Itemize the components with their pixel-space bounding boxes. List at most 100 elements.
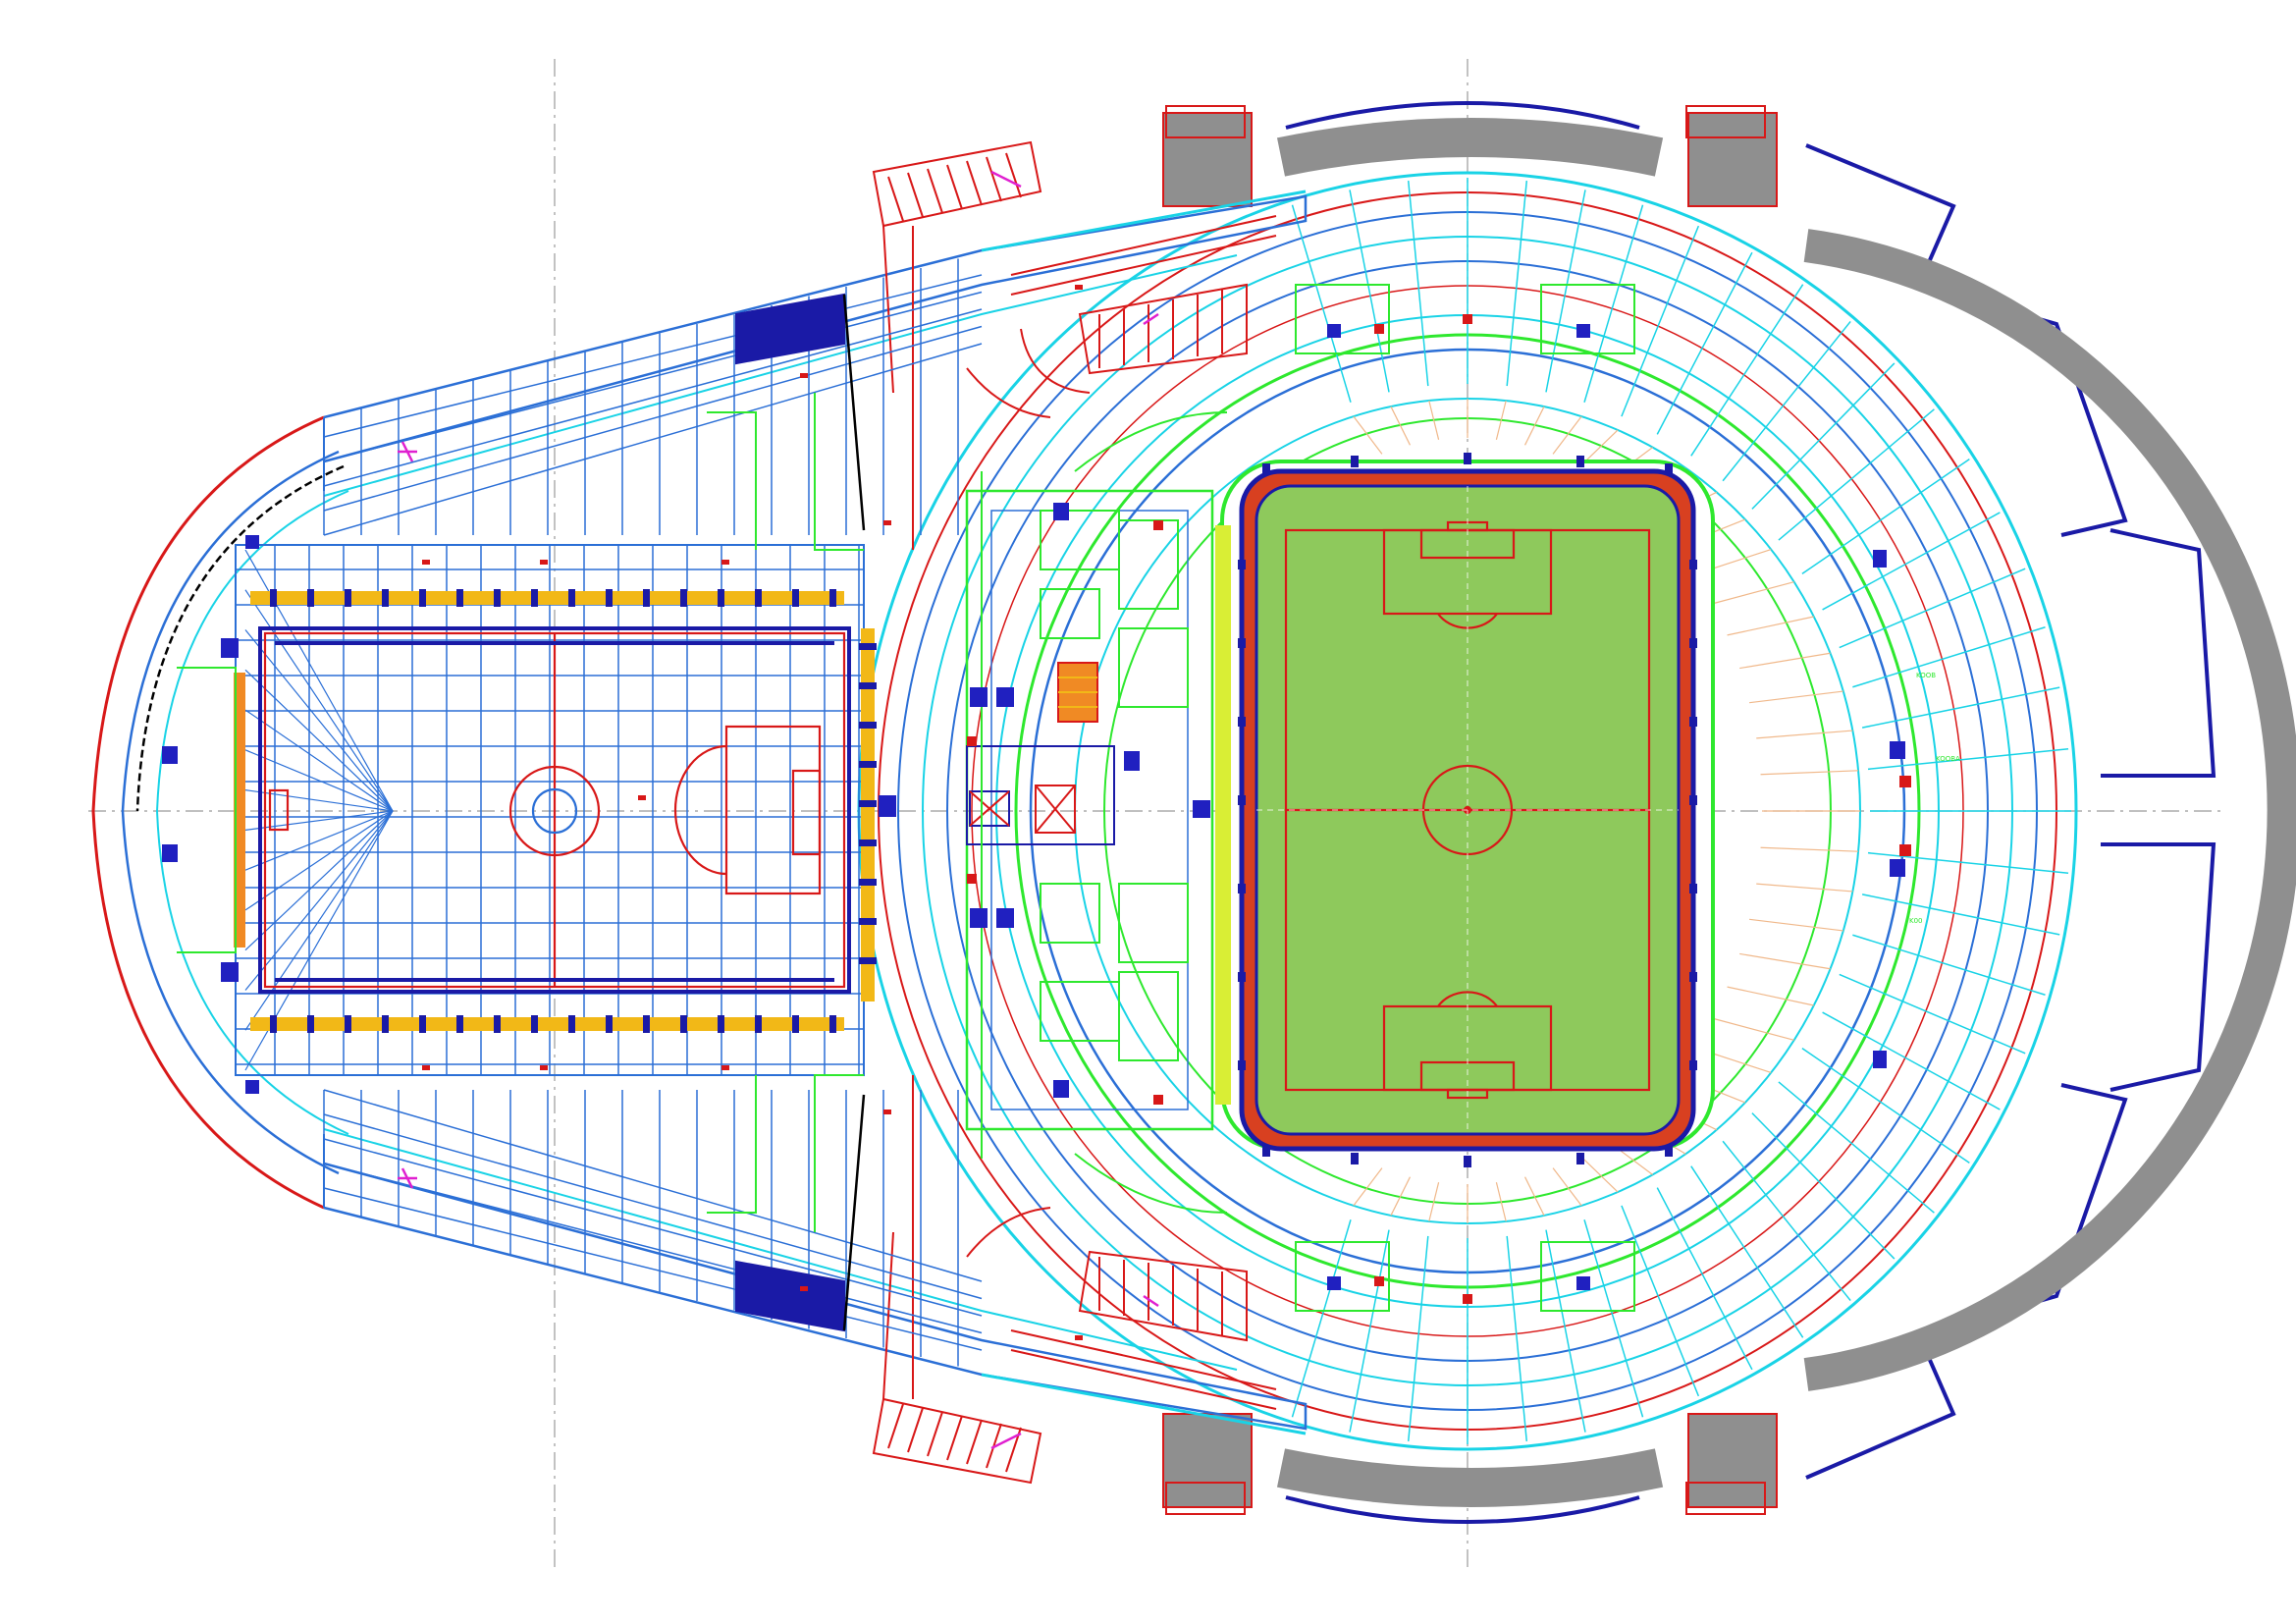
marker-dot <box>422 560 430 565</box>
pitch-post <box>1689 717 1697 727</box>
radial-line <box>1861 686 2060 729</box>
radial-seat-line <box>1353 1167 1383 1207</box>
tribune-post <box>345 1015 351 1033</box>
tribune-post <box>531 589 538 607</box>
tribune-post <box>456 589 463 607</box>
radial-seat-line <box>1390 1176 1412 1217</box>
radial-line <box>1291 1219 1352 1418</box>
radial-line <box>1839 973 2026 1055</box>
wing-grid-line <box>323 343 983 536</box>
radial-line <box>1349 189 1390 393</box>
arena-outer-wall <box>91 415 325 1210</box>
wing-grid-line <box>323 274 983 438</box>
marker-dot <box>638 795 646 800</box>
wing-grid-line <box>323 1163 983 1334</box>
radial-line <box>1621 225 1700 417</box>
radial-line <box>1722 320 1851 482</box>
side-label-2: KOOBA <box>1936 755 1960 763</box>
red-stair-lower <box>872 1075 1248 1485</box>
radial-line <box>1751 362 1896 510</box>
tribune-post <box>606 589 613 607</box>
tribune-post <box>792 589 799 607</box>
tribune-post <box>270 1015 277 1033</box>
court-markings <box>263 631 846 989</box>
marker-dot <box>883 1110 891 1114</box>
pitch-post <box>1464 453 1471 464</box>
tribune-post <box>829 589 836 607</box>
marker-dot <box>540 560 548 565</box>
stadium-corner-rooms <box>1295 284 1635 1312</box>
pitch-post <box>1238 638 1246 648</box>
radial-seat-line <box>1739 652 1831 670</box>
marker-dot <box>422 1065 430 1070</box>
pitch-post <box>1689 560 1697 569</box>
tribune-post <box>531 1015 538 1033</box>
radial-line <box>1722 1140 1851 1302</box>
radial-line <box>1621 1205 1700 1397</box>
tribune-post <box>382 589 389 607</box>
radial-line <box>1407 181 1429 387</box>
pitch-post <box>1262 1145 1270 1157</box>
radial-seat-line <box>1727 616 1814 636</box>
marker-dot <box>883 520 891 525</box>
fan-line <box>244 709 394 812</box>
radial-line <box>1656 251 1753 435</box>
radial-line <box>1852 626 2046 688</box>
fan-line <box>244 810 394 1031</box>
tribune-post <box>494 589 501 607</box>
tribune-post <box>643 1015 650 1033</box>
radial-line <box>1852 934 2046 996</box>
wing-grid-line <box>323 1113 983 1300</box>
radial-seat-line <box>1552 415 1582 455</box>
marker-dot <box>1075 285 1083 290</box>
fan-line <box>244 810 394 951</box>
wing-grid-line <box>323 1138 983 1317</box>
connector-wings <box>323 140 1308 1485</box>
tribune-post <box>859 800 877 807</box>
pitch-post <box>1689 1060 1697 1070</box>
radial-line <box>1349 1229 1390 1433</box>
fan-line <box>244 549 394 812</box>
radial-line <box>1545 189 1586 393</box>
radial-seat-line <box>1390 406 1412 446</box>
radial-seat-line <box>1739 952 1831 970</box>
wing-grid-line <box>323 1089 983 1282</box>
tribune-post <box>792 1015 799 1033</box>
marker-dot <box>800 1286 808 1291</box>
radial-line <box>1861 893 2060 936</box>
marker-dot <box>721 1065 729 1070</box>
radial-seat-line <box>1760 846 1859 852</box>
radial-line <box>1656 1187 1753 1371</box>
fan-line <box>244 810 394 991</box>
tribune-post <box>829 1015 836 1033</box>
tribune-post <box>494 1015 501 1033</box>
radial-line <box>1291 204 1352 403</box>
stair-cores <box>1162 105 1778 1515</box>
tribune-post <box>568 589 575 607</box>
radial-seat-line <box>1523 1176 1545 1217</box>
fan-line <box>244 629 394 812</box>
fan-line <box>244 810 394 831</box>
radial-seat-line <box>1712 1017 1794 1041</box>
radial-seat-line <box>1749 690 1843 704</box>
stadium-structure: KOOB KOOBA K00 <box>857 101 2296 1524</box>
pitch-post <box>1689 795 1697 805</box>
tribune-post <box>382 1015 389 1033</box>
tribune-post <box>456 1015 463 1033</box>
tribune-post <box>419 1015 426 1033</box>
radial-line <box>1506 181 1528 387</box>
marker-dot <box>1075 1335 1083 1340</box>
wing-grid-line <box>323 308 983 487</box>
tribune-post <box>307 589 314 607</box>
radial-seat-line <box>1353 415 1383 455</box>
radial-structure-lines <box>1291 178 2071 1444</box>
pitch-post <box>1665 463 1673 475</box>
tribune-post <box>859 761 877 768</box>
radial-line <box>1545 1229 1586 1433</box>
radial-line <box>1583 1219 1644 1418</box>
pitch-post <box>1262 463 1270 475</box>
fan-line <box>244 810 394 871</box>
marker-dot <box>540 1065 548 1070</box>
pitch-post <box>1351 456 1359 467</box>
arena-structure <box>91 170 1159 1450</box>
